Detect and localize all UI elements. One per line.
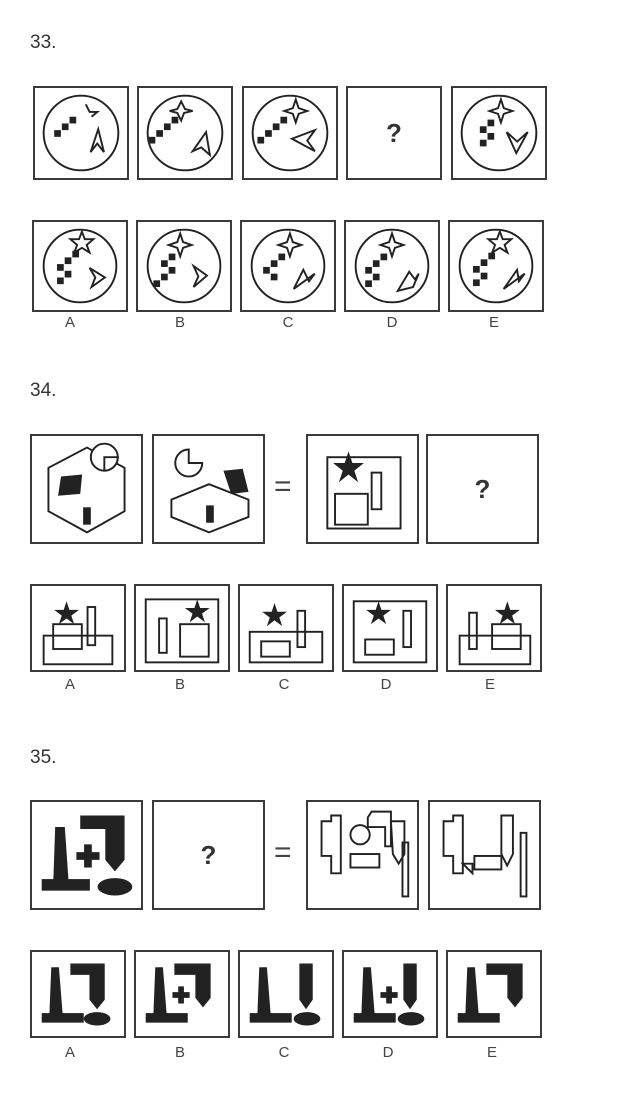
q34-option-b-label: B [174, 676, 185, 693]
q34-equals-sign: = [274, 470, 292, 503]
q33-option-c[interactable] [240, 220, 336, 312]
q33-option-d-label: D [386, 314, 398, 331]
q34-option-e-label: E [484, 676, 495, 693]
question-35-number: 35. [30, 747, 57, 768]
question-33-number: 33. [30, 32, 57, 53]
q34-option-b[interactable] [134, 584, 230, 672]
q35-question-mark: ? [200, 839, 217, 870]
q34-option-a-label: A [64, 676, 75, 693]
q33-option-a[interactable] [32, 220, 128, 312]
q34-option-d[interactable] [342, 584, 438, 672]
q34-option-d-label: D [380, 676, 392, 693]
q34-option-e[interactable] [446, 584, 542, 672]
q34-option-c[interactable] [238, 584, 334, 672]
q35-result-figure-1 [306, 800, 419, 910]
q33-sequence-figure-3 [242, 86, 338, 180]
q35-option-b[interactable] [134, 950, 230, 1038]
q33-unknown-box: ? [346, 86, 442, 180]
q35-option-d-label: D [382, 1044, 394, 1061]
q35-equals-sign: = [274, 836, 292, 869]
q34-question-mark: ? [474, 473, 491, 504]
q35-option-a[interactable] [30, 950, 126, 1038]
q33-option-c-label: C [282, 314, 294, 331]
q33-option-b-label: B [174, 314, 185, 331]
q35-unknown-box: ? [152, 800, 265, 910]
q35-result-figure-2 [428, 800, 541, 910]
q34-figure-2 [152, 434, 265, 544]
q33-option-a-label: A [64, 314, 75, 331]
q34-unknown-box: ? [426, 434, 539, 544]
q35-option-e-label: E [486, 1044, 497, 1061]
q33-option-e-label: E [488, 314, 499, 331]
q35-option-b-label: B [174, 1044, 185, 1061]
q35-option-c[interactable] [238, 950, 334, 1038]
q33-option-d[interactable] [344, 220, 440, 312]
q35-option-c-label: C [278, 1044, 290, 1061]
q33-option-e[interactable] [448, 220, 544, 312]
q33-question-mark: ? [386, 117, 402, 148]
q35-option-d[interactable] [342, 950, 438, 1038]
q33-sequence-figure-2 [137, 86, 233, 180]
question-34-number: 34. [30, 380, 57, 401]
q35-option-e[interactable] [446, 950, 542, 1038]
q34-result-figure [306, 434, 419, 544]
q33-option-b[interactable] [136, 220, 232, 312]
q34-figure-1 [30, 434, 143, 544]
q33-sequence-figure-1 [33, 86, 129, 180]
q35-option-a-label: A [64, 1044, 75, 1061]
q34-option-c-label: C [278, 676, 290, 693]
q33-sequence-figure-5 [451, 86, 547, 180]
q34-option-a[interactable] [30, 584, 126, 672]
q35-figure-1 [30, 800, 143, 910]
